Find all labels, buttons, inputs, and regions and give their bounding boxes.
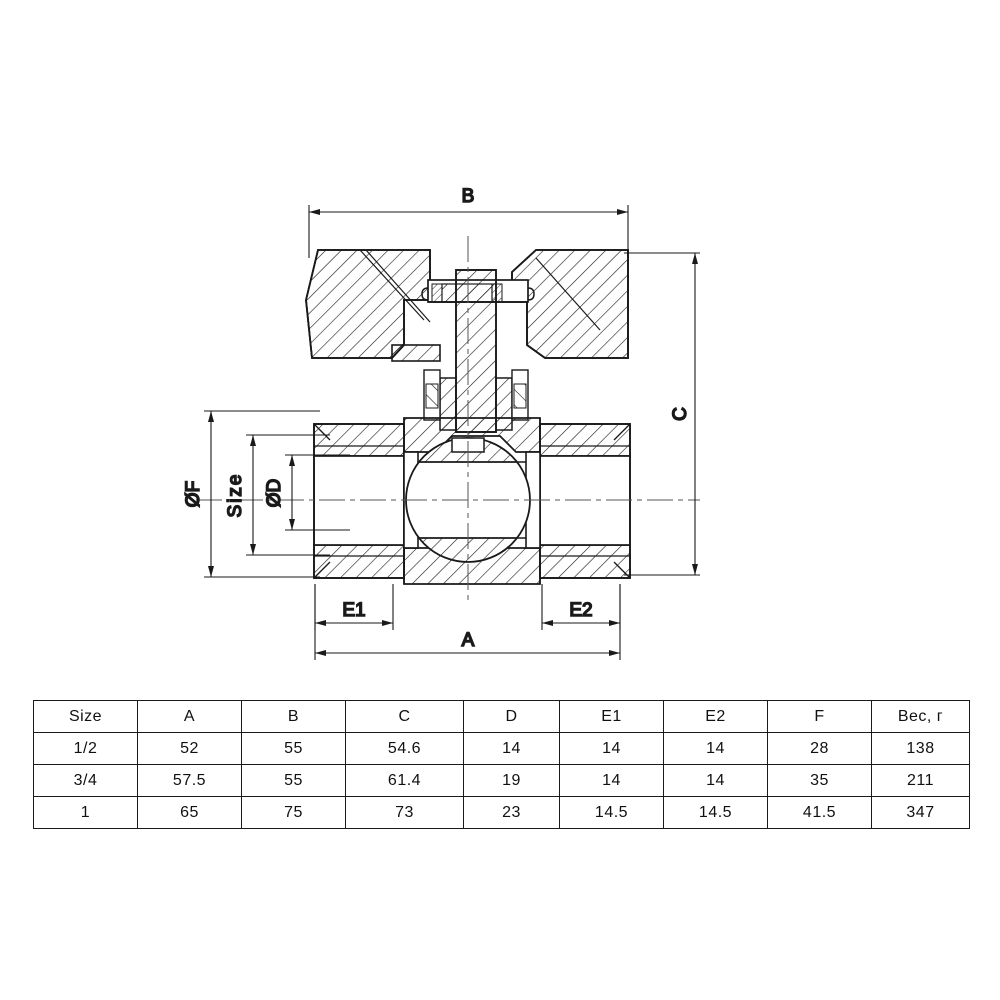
cell-c: 61.4 [345, 764, 464, 797]
dimension-label-a: A [462, 630, 475, 651]
cell-e2: 14 [663, 732, 768, 765]
cell-a: 52 [137, 732, 242, 765]
cell-f: 28 [767, 732, 872, 765]
dimension-c [624, 252, 700, 576]
cell-size: 3/4 [33, 764, 138, 797]
cell-size: 1/2 [33, 732, 138, 765]
cell-f: 35 [767, 764, 872, 797]
cell-c: 73 [345, 796, 464, 829]
dimension-label-e2: E2 [569, 600, 592, 621]
cell-e1: 14 [559, 764, 664, 797]
cell-weight: 211 [871, 764, 970, 797]
dimension-label-b: B [462, 186, 475, 207]
cell-e1: 14.5 [559, 796, 664, 829]
handle-left-plate [391, 344, 441, 362]
handle-left-wing [305, 249, 431, 359]
cell-a: 57.5 [137, 764, 242, 797]
table-header-size: Size [33, 700, 138, 733]
dimension-size [246, 434, 330, 556]
cell-f: 41.5 [767, 796, 872, 829]
dimension-phi-f [204, 410, 320, 578]
dimension-label-size: Size [225, 473, 246, 518]
table-header-c: C [345, 700, 464, 733]
cell-weight: 138 [871, 732, 970, 765]
dimension-phi-d [285, 454, 350, 531]
table-header-d: D [463, 700, 560, 733]
dimension-label-e1: E1 [342, 600, 365, 621]
table-header-row: Size A B C D E1 E2 F Вес, г [33, 700, 970, 733]
table-header-e1: E1 [559, 700, 664, 733]
valve-body-right-port [539, 423, 631, 579]
table-row: 1 65 75 73 23 14.5 14.5 41.5 347 [33, 796, 970, 829]
cell-b: 55 [241, 732, 346, 765]
table-header-a: A [137, 700, 242, 733]
valve-drawing-svg: B C ØF [182, 185, 700, 660]
valve-stem [423, 269, 529, 433]
cell-d: 19 [463, 764, 560, 797]
cell-a: 65 [137, 796, 242, 829]
table-row: 3/4 57.5 55 61.4 19 14 14 35 211 [33, 764, 970, 797]
dimension-b [308, 205, 629, 258]
table-header-e2: E2 [663, 700, 768, 733]
specification-table: Size A B C D E1 E2 F Вес, г 1/2 52 55 54… [33, 700, 970, 829]
handle-right-wing [511, 249, 629, 359]
dimension-a [314, 584, 621, 660]
body-joint-lines [404, 451, 540, 549]
table-header-b: B [241, 700, 346, 733]
cell-d: 23 [463, 796, 560, 829]
cell-e1: 14 [559, 732, 664, 765]
cell-d: 14 [463, 732, 560, 765]
cell-e2: 14.5 [663, 796, 768, 829]
cell-size: 1 [33, 796, 138, 829]
specification-table-container: Size A B C D E1 E2 F Вес, г 1/2 52 55 54… [33, 700, 970, 829]
cell-b: 75 [241, 796, 346, 829]
table-header-f: F [767, 700, 872, 733]
table-row: 1/2 52 55 54.6 14 14 14 28 138 [33, 732, 970, 765]
valve-body-center [403, 417, 541, 585]
table-header-weight: Вес, г [871, 700, 970, 733]
valve-technical-drawing: B C ØF [182, 185, 700, 660]
dimension-label-phi-d: ØD [264, 479, 285, 508]
cell-c: 54.6 [345, 732, 464, 765]
cell-e2: 14 [663, 764, 768, 797]
cell-b: 55 [241, 764, 346, 797]
center-lines [196, 236, 700, 600]
dimension-label-phi-f: ØF [183, 481, 204, 507]
dimension-label-c: C [670, 407, 691, 421]
cell-weight: 347 [871, 796, 970, 829]
